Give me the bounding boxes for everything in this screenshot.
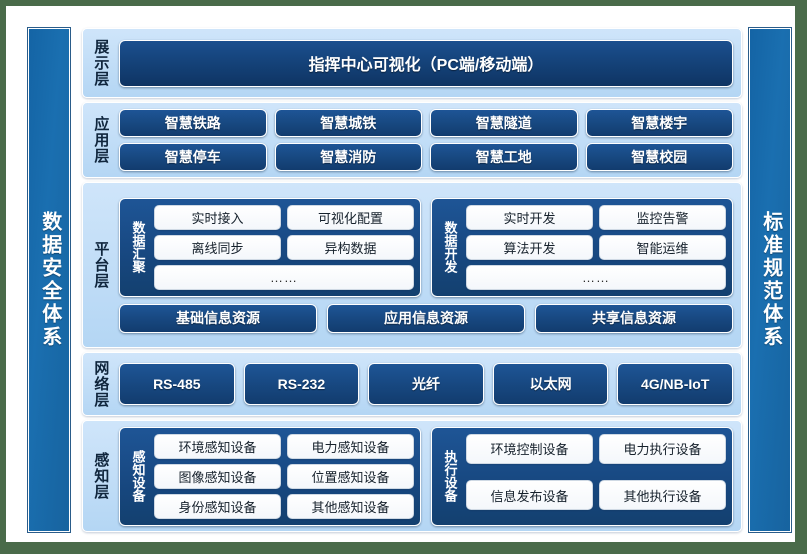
pillar-right-label: 标准规范体系 (759, 211, 782, 349)
app-item-smart-tunnel[interactable]: 智慧隧道 (430, 109, 578, 137)
pillar-left-label: 数据安全体系 (38, 211, 61, 349)
network-item-4g-nbiot[interactable]: 4G/NB-IoT (617, 363, 733, 405)
platform-groups: 数据汇聚 实时接入 可视化配置 离线同步 异构数据 …… 数据开发 实时开发 (119, 197, 733, 297)
app-item-smart-construction[interactable]: 智慧工地 (430, 143, 578, 171)
app-item-smart-building[interactable]: 智慧楼宇 (585, 109, 733, 137)
network-item-ethernet[interactable]: 以太网 (492, 363, 609, 405)
sensing-group-sensors-label: 感知设备 (130, 450, 146, 502)
actuator-other[interactable]: 其他执行设备 (599, 480, 726, 510)
sensor-power[interactable]: 电力感知设备 (287, 433, 414, 459)
platform-item-visual-config[interactable]: 可视化配置 (287, 204, 414, 230)
app-item-smart-parking[interactable]: 智慧停车 (119, 143, 267, 171)
application-grid: 智慧铁路 智慧城铁 智慧隧道 智慧楼宇 智慧停车 智慧消防 智慧工地 智慧校园 (119, 109, 733, 171)
app-item-smart-metro[interactable]: 智慧城铁 (274, 109, 422, 137)
layer-display-body: 指挥中心可视化（PC端/移动端） (117, 29, 741, 97)
platform-item-heterogeneous-data[interactable]: 异构数据 (287, 234, 414, 260)
diagram-sheet: 数据安全体系 标准规范体系 展示层 指挥中心可视化（PC端/移动端） 应用层 智… (6, 6, 795, 542)
app-item-smart-campus[interactable]: 智慧校园 (585, 143, 733, 171)
network-item-fiber[interactable]: 光纤 (368, 363, 484, 405)
pillar-data-security: 数据安全体系 (28, 28, 70, 532)
platform-item-algorithm-development[interactable]: 算法开发 (466, 234, 593, 260)
layer-network-body: RS-485 RS-232 光纤 以太网 4G/NB-IoT (117, 353, 741, 415)
platform-item-realtime-ingest[interactable]: 实时接入 (154, 204, 281, 230)
sensor-image[interactable]: 图像感知设备 (154, 463, 281, 489)
network-grid: RS-485 RS-232 光纤 以太网 4G/NB-IoT (119, 363, 733, 405)
sensing-group-sensors-grid: 环境感知设备 电力感知设备 图像感知设备 位置感知设备 身份感知设备 其他感知设… (154, 433, 414, 519)
pillar-standards: 标准规范体系 (749, 28, 791, 532)
sensor-position[interactable]: 位置感知设备 (287, 463, 414, 489)
layer-platform: 平台层 数据汇聚 实时接入 可视化配置 离线同步 异构数据 …… (82, 182, 742, 348)
actuator-power[interactable]: 电力执行设备 (599, 433, 726, 464)
layer-network: 网络层 RS-485 RS-232 光纤 以太网 4G/NB-IoT (82, 352, 742, 416)
layer-sensing-label: 感知层 (92, 452, 110, 500)
actuator-environment-control[interactable]: 环境控制设备 (466, 433, 593, 464)
layer-platform-body: 数据汇聚 实时接入 可视化配置 离线同步 异构数据 …… 数据开发 实时开发 (117, 183, 741, 347)
platform-item-monitoring-alarm[interactable]: 监控告警 (599, 204, 726, 230)
sensing-group-actuators: 执行设备 环境控制设备 电力执行设备 信息发布设备 其他执行设备 (431, 426, 733, 526)
resource-basic-information[interactable]: 基础信息资源 (119, 303, 317, 333)
platform-group-data-aggregation: 数据汇聚 实时接入 可视化配置 离线同步 异构数据 …… (119, 197, 421, 297)
layer-sensing-body: 感知设备 环境感知设备 电力感知设备 图像感知设备 位置感知设备 身份感知设备 … (117, 421, 741, 531)
sensor-environment[interactable]: 环境感知设备 (154, 433, 281, 459)
layer-network-label: 网络层 (92, 360, 110, 408)
layer-application: 应用层 智慧铁路 智慧城铁 智慧隧道 智慧楼宇 智慧停车 智慧消防 智慧工地 智… (82, 102, 742, 178)
platform-group-data-aggregation-label: 数据汇聚 (130, 221, 146, 273)
app-item-smart-railway[interactable]: 智慧铁路 (119, 109, 267, 137)
sensing-group-sensors: 感知设备 环境感知设备 电力感知设备 图像感知设备 位置感知设备 身份感知设备 … (119, 426, 421, 526)
app-item-smart-firefighting[interactable]: 智慧消防 (274, 143, 422, 171)
platform-item-realtime-development[interactable]: 实时开发 (466, 204, 593, 230)
network-item-rs485[interactable]: RS-485 (119, 363, 235, 405)
sensing-group-actuators-grid: 环境控制设备 电力执行设备 信息发布设备 其他执行设备 (466, 433, 726, 519)
platform-group-data-development-grid: 实时开发 监控告警 算法开发 智能运维 …… (466, 204, 726, 290)
platform-group-data-development: 数据开发 实时开发 监控告警 算法开发 智能运维 …… (431, 197, 733, 297)
display-banner[interactable]: 指挥中心可视化（PC端/移动端） (119, 39, 733, 87)
resource-application-information[interactable]: 应用信息资源 (327, 303, 525, 333)
resource-shared-information[interactable]: 共享信息资源 (535, 303, 733, 333)
platform-item-offline-sync[interactable]: 离线同步 (154, 234, 281, 260)
platform-item-intelligent-ops[interactable]: 智能运维 (599, 234, 726, 260)
sensor-identity[interactable]: 身份感知设备 (154, 493, 281, 519)
layer-display: 展示层 指挥中心可视化（PC端/移动端） (82, 28, 742, 98)
sensing-group-actuators-label: 执行设备 (442, 450, 458, 502)
platform-group-data-development-label: 数据开发 (442, 221, 458, 273)
sensing-groups: 感知设备 环境感知设备 电力感知设备 图像感知设备 位置感知设备 身份感知设备 … (119, 426, 733, 526)
platform-group-data-aggregation-grid: 实时接入 可视化配置 离线同步 异构数据 …… (154, 204, 414, 290)
platform-item-more-development[interactable]: …… (466, 264, 726, 290)
sensor-other[interactable]: 其他感知设备 (287, 493, 414, 519)
layer-application-label: 应用层 (92, 116, 110, 164)
layer-sensing: 感知层 感知设备 环境感知设备 电力感知设备 图像感知设备 位置感知设备 身份感… (82, 420, 742, 532)
platform-resources: 基础信息资源 应用信息资源 共享信息资源 (119, 303, 733, 333)
layer-platform-label: 平台层 (92, 241, 110, 289)
layer-display-label: 展示层 (92, 39, 110, 87)
network-item-rs232[interactable]: RS-232 (243, 363, 360, 405)
actuator-information-release[interactable]: 信息发布设备 (466, 480, 593, 510)
layer-application-body: 智慧铁路 智慧城铁 智慧隧道 智慧楼宇 智慧停车 智慧消防 智慧工地 智慧校园 (117, 103, 741, 177)
platform-item-more-aggregation[interactable]: …… (154, 264, 414, 290)
